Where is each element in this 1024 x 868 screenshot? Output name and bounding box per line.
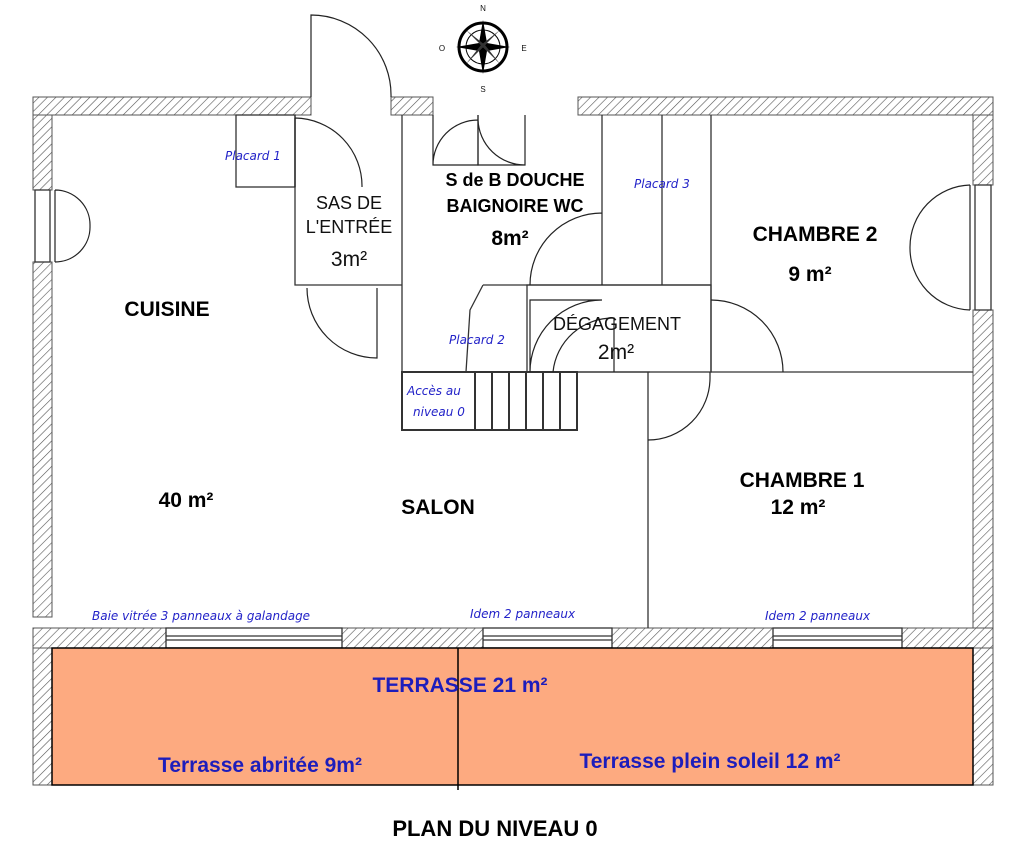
label-cuisine: CUISINE [124, 298, 209, 321]
exterior-walls [32, 96, 994, 786]
label-chambre-1-area: 12 m² [771, 496, 826, 519]
label-terrasse-soleil: Terrasse plein soleil 12 m² [579, 750, 840, 773]
windows [34, 184, 992, 649]
compass-west: O [439, 44, 445, 53]
label-sas-line1: SAS DE [316, 193, 382, 213]
label-placard-1: Placard 1 [225, 149, 281, 163]
label-degagement: DÉGAGEMENT [553, 314, 681, 334]
label-idem-2: Idem 2 panneaux [765, 609, 871, 623]
compass-north: N [480, 4, 486, 13]
label-baie-vitree: Baie vitrée 3 panneaux à galandage [92, 609, 310, 623]
label-sas-line2: L'ENTRÉE [306, 217, 392, 237]
label-chambre-2-area: 9 m² [788, 263, 831, 286]
compass-rose-icon [456, 20, 510, 74]
label-idem-1: Idem 2 panneaux [470, 607, 576, 621]
label-placard-3: Placard 3 [634, 177, 690, 191]
label-sdb-line1: S de B DOUCHE [445, 170, 584, 190]
label-salon: SALON [401, 496, 475, 519]
label-chambre-2: CHAMBRE 2 [753, 223, 878, 246]
label-salon-area: 40 m² [159, 489, 214, 512]
label-acces-line1: Accès au [406, 384, 461, 398]
interior-walls [235, 114, 973, 628]
terrace-area [51, 647, 974, 786]
label-placard-2: Placard 2 [449, 333, 505, 347]
label-sdb-area: 8m² [491, 227, 528, 250]
compass-east: E [521, 44, 526, 53]
label-terrasse-total: TERRASSE 21 m² [372, 674, 547, 697]
label-acces-line2: niveau 0 [413, 405, 465, 419]
label-sas-area: 3m² [331, 248, 367, 271]
compass-south: S [480, 85, 485, 94]
doors [54, 14, 971, 441]
label-degagement-area: 2m² [598, 341, 634, 364]
staircase [401, 371, 578, 431]
label-sdb-line2: BAIGNOIRE WC [447, 196, 584, 216]
plan-title: PLAN DU NIVEAU 0 [392, 816, 597, 841]
label-terrasse-abritee: Terrasse abritée 9m² [158, 754, 362, 777]
label-chambre-1: CHAMBRE 1 [740, 469, 865, 492]
